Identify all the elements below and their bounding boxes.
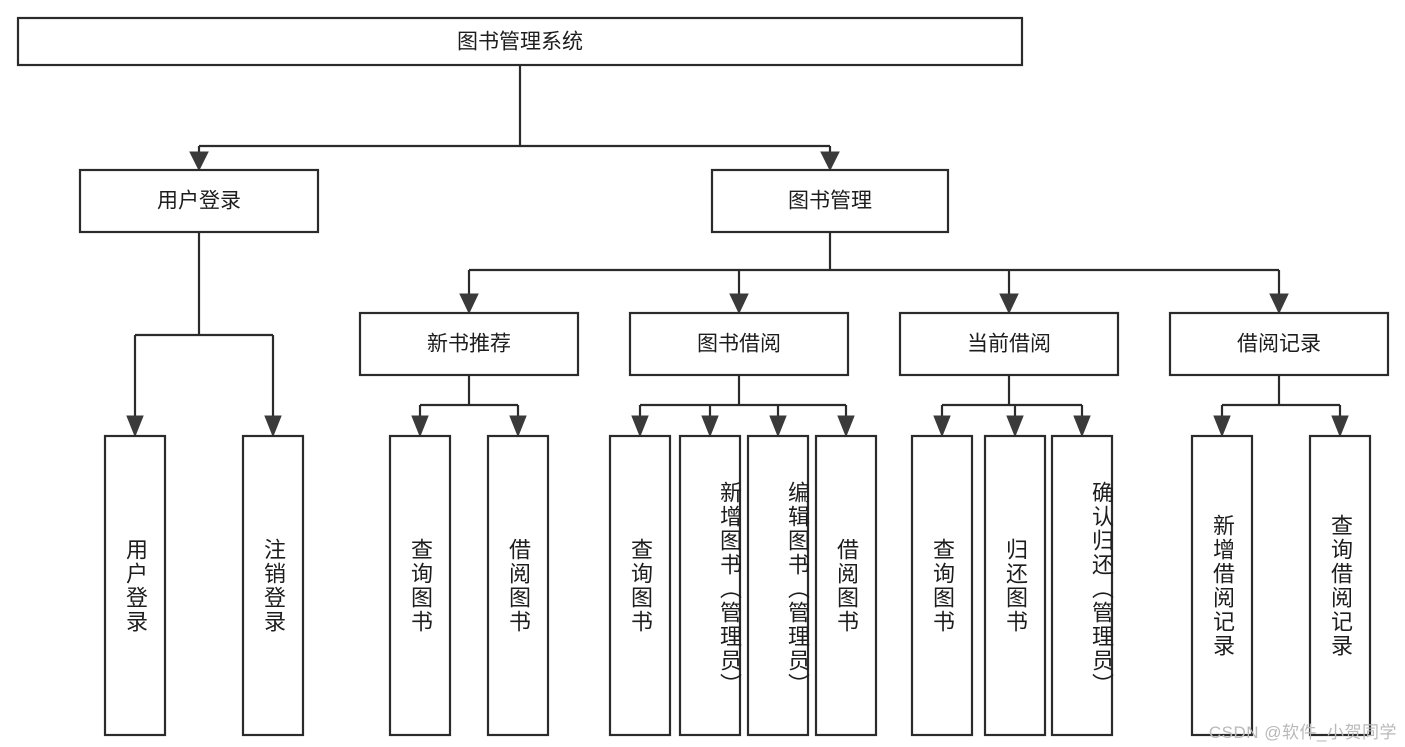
arrowhead-icon-leaf-add-book — [701, 415, 719, 438]
arrowhead-icon-leaf-edit-book — [769, 415, 787, 438]
arrowhead-icon-leaf-borrow-book-2 — [837, 415, 855, 438]
node-borrow-record-label: 借阅记录 — [1237, 333, 1321, 356]
arrowhead-icon-leaf-return-book — [1006, 415, 1024, 438]
leaf-box-borrow-book-1[interactable] — [486, 434, 550, 737]
node-new-book-recommend[interactable]: 新书推荐 — [358, 311, 580, 377]
node-root-system-label: 图书管理系统 — [457, 31, 583, 54]
arrowhead-icon-current-borrow — [999, 293, 1019, 315]
node-current-borrow[interactable]: 当前借阅 — [898, 311, 1120, 377]
arrowhead-icon-borrow-record — [1269, 293, 1289, 315]
leaf-box-confirm-return[interactable] — [1050, 434, 1114, 737]
node-current-borrow-label: 当前借阅 — [967, 333, 1051, 356]
node-user-login-label: 用户登录 — [157, 190, 241, 213]
leaf-box-query-book-2[interactable] — [608, 434, 672, 737]
leaf-box-return-book[interactable] — [983, 434, 1047, 737]
arrowhead-icon-user-login — [189, 151, 209, 172]
node-book-manage[interactable]: 图书管理 — [710, 168, 950, 234]
arrowhead-icon-leaf-query-book-1 — [411, 415, 429, 438]
arrowhead-icon-leaf-confirm-return — [1073, 415, 1091, 438]
node-book-borrow[interactable]: 图书借阅 — [628, 311, 850, 377]
node-new-book-recommend-label: 新书推荐 — [427, 333, 511, 356]
leaf-box-query-book-3[interactable] — [910, 434, 974, 737]
arrowhead-icon-new-book — [459, 293, 479, 315]
arrowhead-icon-leaf-query-book-2 — [631, 415, 649, 438]
node-root-system[interactable]: 图书管理系统 — [16, 16, 1024, 67]
arrowhead-icon-leaf-user-logout — [264, 415, 282, 438]
node-borrow-record[interactable]: 借阅记录 — [1168, 311, 1390, 377]
arrowheads-group — [126, 151, 1349, 438]
connectors-group — [133, 65, 1342, 416]
leaf-box-query-record[interactable] — [1308, 434, 1372, 737]
arrowhead-icon-book-manage — [820, 151, 840, 172]
node-user-login[interactable]: 用户登录 — [78, 168, 320, 234]
node-book-manage-label: 图书管理 — [788, 190, 872, 213]
csdn-watermark: CSDN @软件_小贺同学 — [1208, 723, 1397, 742]
leaf-box-borrow-book-2[interactable] — [814, 434, 878, 737]
leaf-box-user-login[interactable] — [103, 434, 167, 737]
leaf-box-query-book-1[interactable] — [388, 434, 452, 737]
arrowhead-icon-leaf-user-login — [126, 415, 144, 438]
leaf-boxes-group — [103, 434, 1372, 737]
leaf-box-user-logout[interactable] — [241, 434, 305, 737]
arrowhead-icon-leaf-borrow-book-1 — [509, 415, 527, 438]
arrowhead-icon-leaf-query-record — [1331, 415, 1349, 438]
node-book-borrow-label: 图书借阅 — [697, 333, 781, 356]
leaf-box-add-record[interactable] — [1190, 434, 1254, 737]
leaf-box-add-book[interactable] — [678, 434, 742, 737]
leaf-box-edit-book[interactable] — [746, 434, 810, 737]
arrowhead-icon-leaf-query-book-3 — [933, 415, 951, 438]
arrowhead-icon-book-borrow — [729, 293, 749, 315]
arrowhead-icon-leaf-add-record — [1213, 415, 1231, 438]
